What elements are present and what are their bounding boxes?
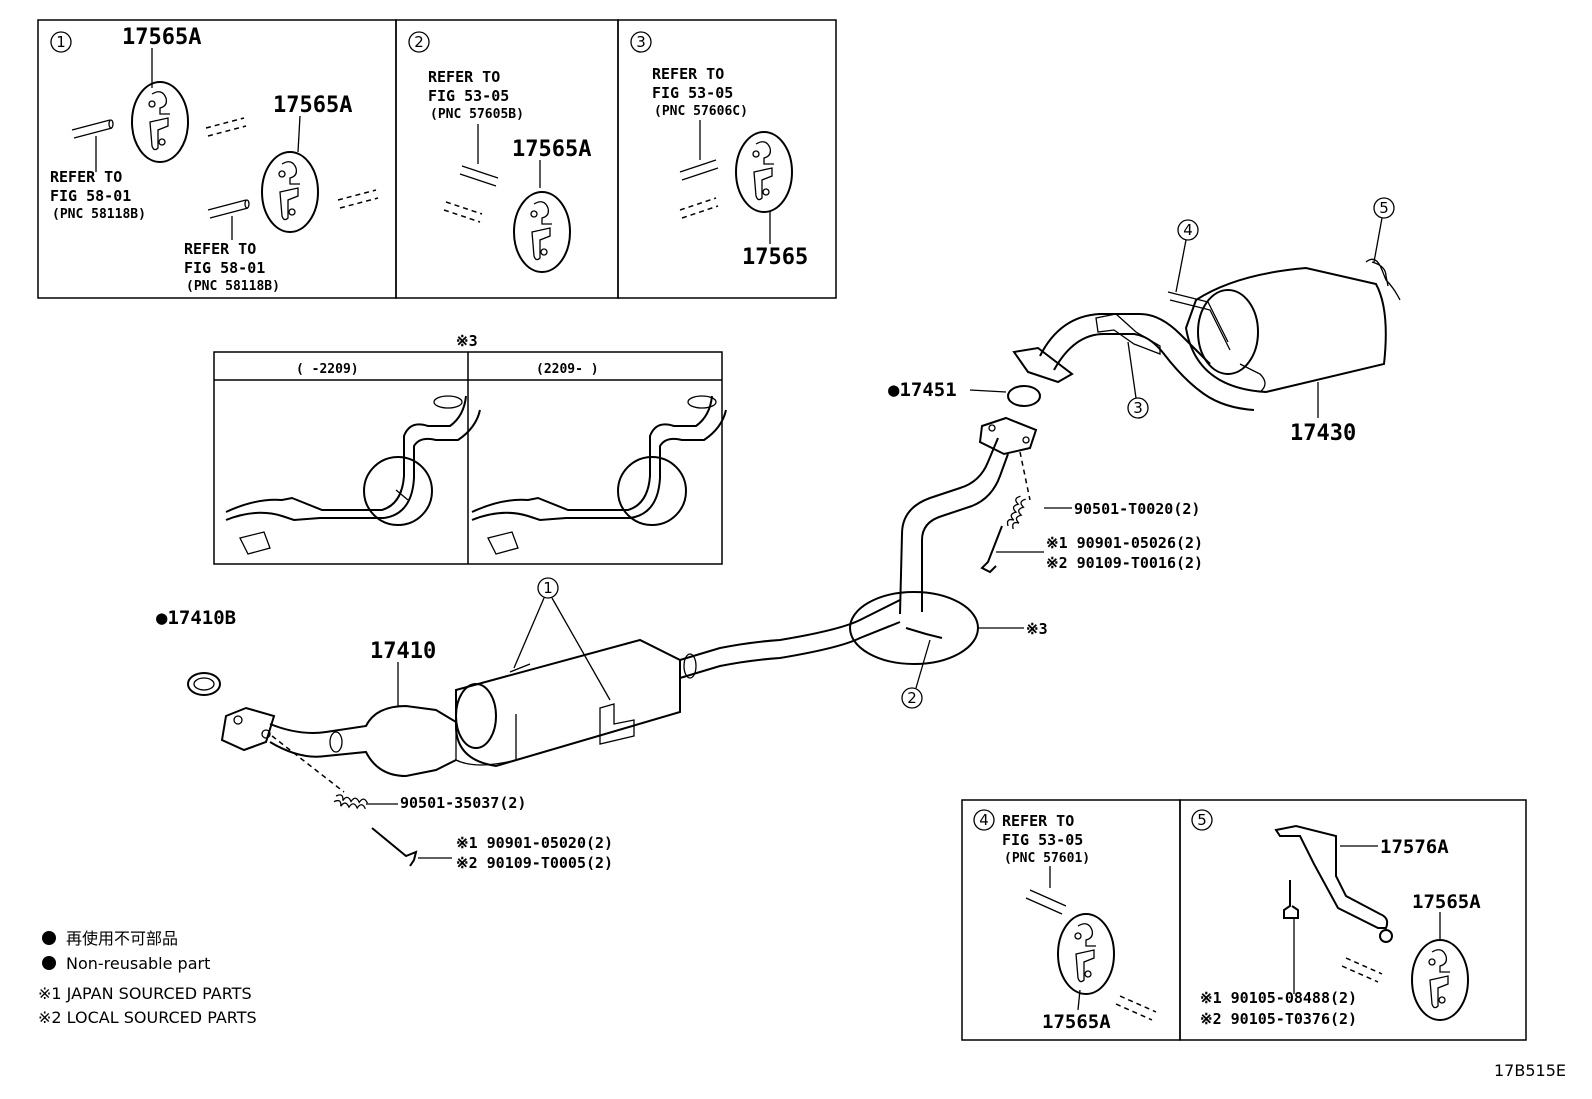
part-label-17565a: 17565A (1412, 891, 1481, 913)
refer-to-label: REFER TO (652, 65, 724, 83)
part-label-17410: 17410 (370, 639, 436, 664)
panel-number: 3 (636, 33, 646, 51)
bolt-rear-1-label: ※1 90901-05026(2) (1046, 534, 1203, 552)
detail-inset: ※3 ( -2209) (2209- ) (213, 332, 727, 565)
bracket-17576a (1274, 824, 1389, 929)
refer-to-label: REFER TO (428, 68, 500, 86)
callout-2: 2 (907, 689, 917, 707)
legend-note-1: ※1 JAPAN SOURCED PARTS (38, 984, 252, 1003)
bolt-rear-2-label: ※2 90109-T0016(2) (1046, 554, 1203, 572)
part-label-17565a: 17565A (122, 25, 201, 50)
non-reusable-dot-icon (42, 931, 56, 945)
panel-4: 4 REFER TO FIG 53-05 (PNC 57601) 17565A (961, 799, 1181, 1041)
panel-number: 5 (1197, 811, 1207, 829)
panel-3: 3 REFER TO FIG 53-05 (PNC 57606C) 17565 (617, 19, 837, 299)
center-pipe-assembly: ※3 2 90501-T0020(2) ※1 90901-05026(2) ※2… (849, 379, 1203, 709)
bolt-front-1-label: ※1 90901-05020(2) (456, 834, 613, 852)
panel-number: 2 (414, 33, 424, 51)
pnc-ref-label: (PNC 57606C) (654, 104, 748, 119)
fig-ref-label: FIG 58-01 (184, 259, 265, 277)
spring-front-label: 90501-35037(2) (400, 794, 526, 812)
fig-ref-label: FIG 53-05 (652, 84, 733, 102)
refer-to-label: REFER TO (50, 168, 122, 186)
panel-number: 4 (979, 811, 989, 829)
pnc-ref-label: (PNC 57605B) (430, 107, 524, 122)
legend: 再使用不可部品 Non-reusable part ※1 JAPAN SOURC… (38, 929, 257, 1027)
part-label-17565a: 17565A (1042, 1011, 1111, 1033)
part-label-17430: 17430 (1290, 421, 1356, 446)
pnc-ref-label: (PNC 58118B) (52, 207, 146, 222)
bolt-5-2-label: ※2 90105-T0376(2) (1200, 1010, 1357, 1028)
part-label-17451: ●17451 (888, 379, 957, 401)
year-range-after: (2209- ) (536, 362, 599, 377)
gasket-17451 (1007, 385, 1041, 407)
fig-ref-label: FIG 53-05 (1002, 831, 1083, 849)
part-label-17565a: 17565A (273, 93, 352, 118)
legend-note-2: ※2 LOCAL SOURCED PARTS (38, 1008, 257, 1027)
tail-muffler (1184, 266, 1387, 394)
bolt-front-2-label: ※2 90109-T0005(2) (456, 854, 613, 872)
pnc-ref-label: (PNC 58118B) (186, 279, 280, 294)
year-range-before: ( -2209) (296, 362, 359, 377)
part-label-17410b: ●17410B (156, 607, 236, 629)
spring-rear-label: 90501-T0020(2) (1074, 500, 1200, 518)
detail-ref-label: ※3 (1026, 620, 1048, 638)
panel-number: 1 (56, 33, 66, 51)
figure-code: 17B515E (1494, 1061, 1566, 1080)
callout-circle (50, 31, 72, 53)
callout-3: 3 (1133, 399, 1143, 417)
panel-2: 2 REFER TO FIG 53-05 (PNC 57605B) 17565A (395, 19, 619, 299)
main-muffler (455, 638, 681, 768)
callout-4: 4 (1183, 221, 1193, 239)
non-reusable-dot-icon (42, 956, 56, 970)
legend-jp: 再使用不可部品 (66, 929, 178, 948)
front-pipe-assembly: ●17410B 17410 1 90501-35037(2) ※1 90901 (156, 577, 901, 872)
bolt-5-1-label: ※1 90105-08488(2) (1200, 989, 1357, 1007)
fig-ref-label: FIG 53-05 (428, 87, 509, 105)
callout-1: 1 (543, 579, 553, 597)
legend-en: Non-reusable part (66, 954, 210, 973)
refer-to-label: REFER TO (1002, 812, 1074, 830)
detail-mark: ※3 (456, 332, 478, 350)
gasket-17410b (187, 672, 221, 696)
part-label-17565: 17565 (742, 245, 808, 270)
refer-to-label: REFER TO (184, 240, 256, 258)
panel-1: 1 17565A 17565A REFER TO FIG 58-01 (PNC … (37, 19, 397, 299)
panel-5: 5 17576A ※1 90105-08488(2) ※2 90105-T037… (1179, 799, 1527, 1041)
part-label-17565a: 17565A (512, 137, 591, 162)
part-label-17576a: 17576A (1380, 836, 1449, 858)
pnc-ref-label: (PNC 57601) (1004, 851, 1090, 866)
callout-5: 5 (1379, 199, 1389, 217)
fig-ref-label: FIG 58-01 (50, 187, 131, 205)
tail-pipe-assembly: 3 4 5 17430 (1012, 197, 1401, 446)
